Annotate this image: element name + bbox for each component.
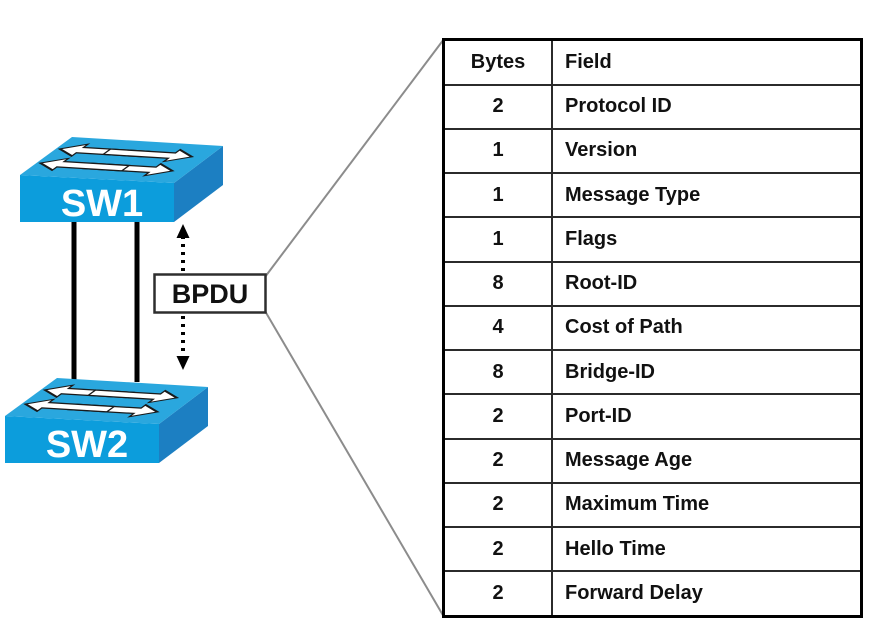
bytes-cell: 1 — [442, 172, 553, 219]
bpdu-flow-arrow — [176, 224, 190, 370]
bytes-cell: 2 — [442, 526, 553, 573]
switch-sw1-icon: SW1 — [20, 137, 223, 225]
table-row: 2 Maximum Time — [442, 481, 863, 529]
sw1-front-face — [20, 175, 174, 222]
sw2-front-face — [5, 416, 159, 463]
callout-line-top — [264, 38, 445, 278]
switch-sw2-icon: SW2 — [5, 378, 208, 466]
bytes-cell: 2 — [442, 481, 553, 529]
table-row: 8 Root-ID — [442, 260, 863, 307]
bytes-cell: 2 — [442, 437, 553, 484]
field-cell: Message Type — [551, 172, 863, 219]
table-row: 8 Bridge-ID — [442, 349, 863, 396]
sw2-label: SW2 — [46, 424, 128, 466]
field-cell: Forward Delay — [551, 570, 863, 618]
table-row: 2 Port-ID — [442, 393, 863, 440]
bytes-cell: 1 — [442, 216, 553, 263]
field-cell: Port-ID — [551, 393, 863, 440]
field-cell: Root-ID — [551, 260, 863, 307]
table-row: 2 Protocol ID — [442, 83, 863, 130]
field-cell: Hello Time — [551, 526, 863, 573]
bytes-cell: 4 — [442, 304, 553, 352]
switch-arrows-icon — [23, 384, 180, 418]
field-cell: Flags — [551, 216, 863, 263]
table-row: 2 Forward Delay — [442, 570, 863, 618]
field-header-cell: Field — [551, 38, 863, 86]
table-header-row: Bytes Field — [442, 38, 863, 86]
arrow-down-icon — [176, 356, 190, 370]
table-row: 1 Flags — [442, 216, 863, 263]
table-row: 1 Version — [442, 127, 863, 175]
table-row: 4 Cost of Path — [442, 304, 863, 352]
bytes-cell: 2 — [442, 393, 553, 440]
field-cell: Message Age — [551, 437, 863, 484]
table-row: 1 Message Type — [442, 172, 863, 219]
sw1-side-face — [174, 146, 223, 222]
field-cell: Cost of Path — [551, 304, 863, 352]
field-cell: Protocol ID — [551, 83, 863, 130]
switch-arrows-icon — [38, 143, 195, 177]
bpdu-label-box: BPDU — [153, 273, 267, 314]
bytes-cell: 2 — [442, 570, 553, 618]
bytes-cell: 8 — [442, 260, 553, 307]
arrow-up-icon — [176, 224, 190, 238]
bytes-cell: 8 — [442, 349, 553, 396]
bytes-header-cell: Bytes — [442, 38, 553, 86]
sw2-side-face — [159, 387, 208, 463]
field-cell: Version — [551, 127, 863, 175]
bytes-cell: 1 — [442, 127, 553, 175]
field-cell: Bridge-ID — [551, 349, 863, 396]
sw1-label: SW1 — [61, 183, 143, 225]
table-row: 2 Hello Time — [442, 526, 863, 573]
field-cell: Maximum Time — [551, 481, 863, 529]
callout-line-bottom — [264, 310, 445, 618]
bpdu-fields-table: Bytes Field 2 Protocol ID 1 Version 1 Me… — [442, 38, 863, 618]
bpdu-label: BPDU — [172, 279, 249, 309]
bytes-cell: 2 — [442, 83, 553, 130]
table-row: 2 Message Age — [442, 437, 863, 484]
bpdu-box-rect — [153, 273, 267, 314]
